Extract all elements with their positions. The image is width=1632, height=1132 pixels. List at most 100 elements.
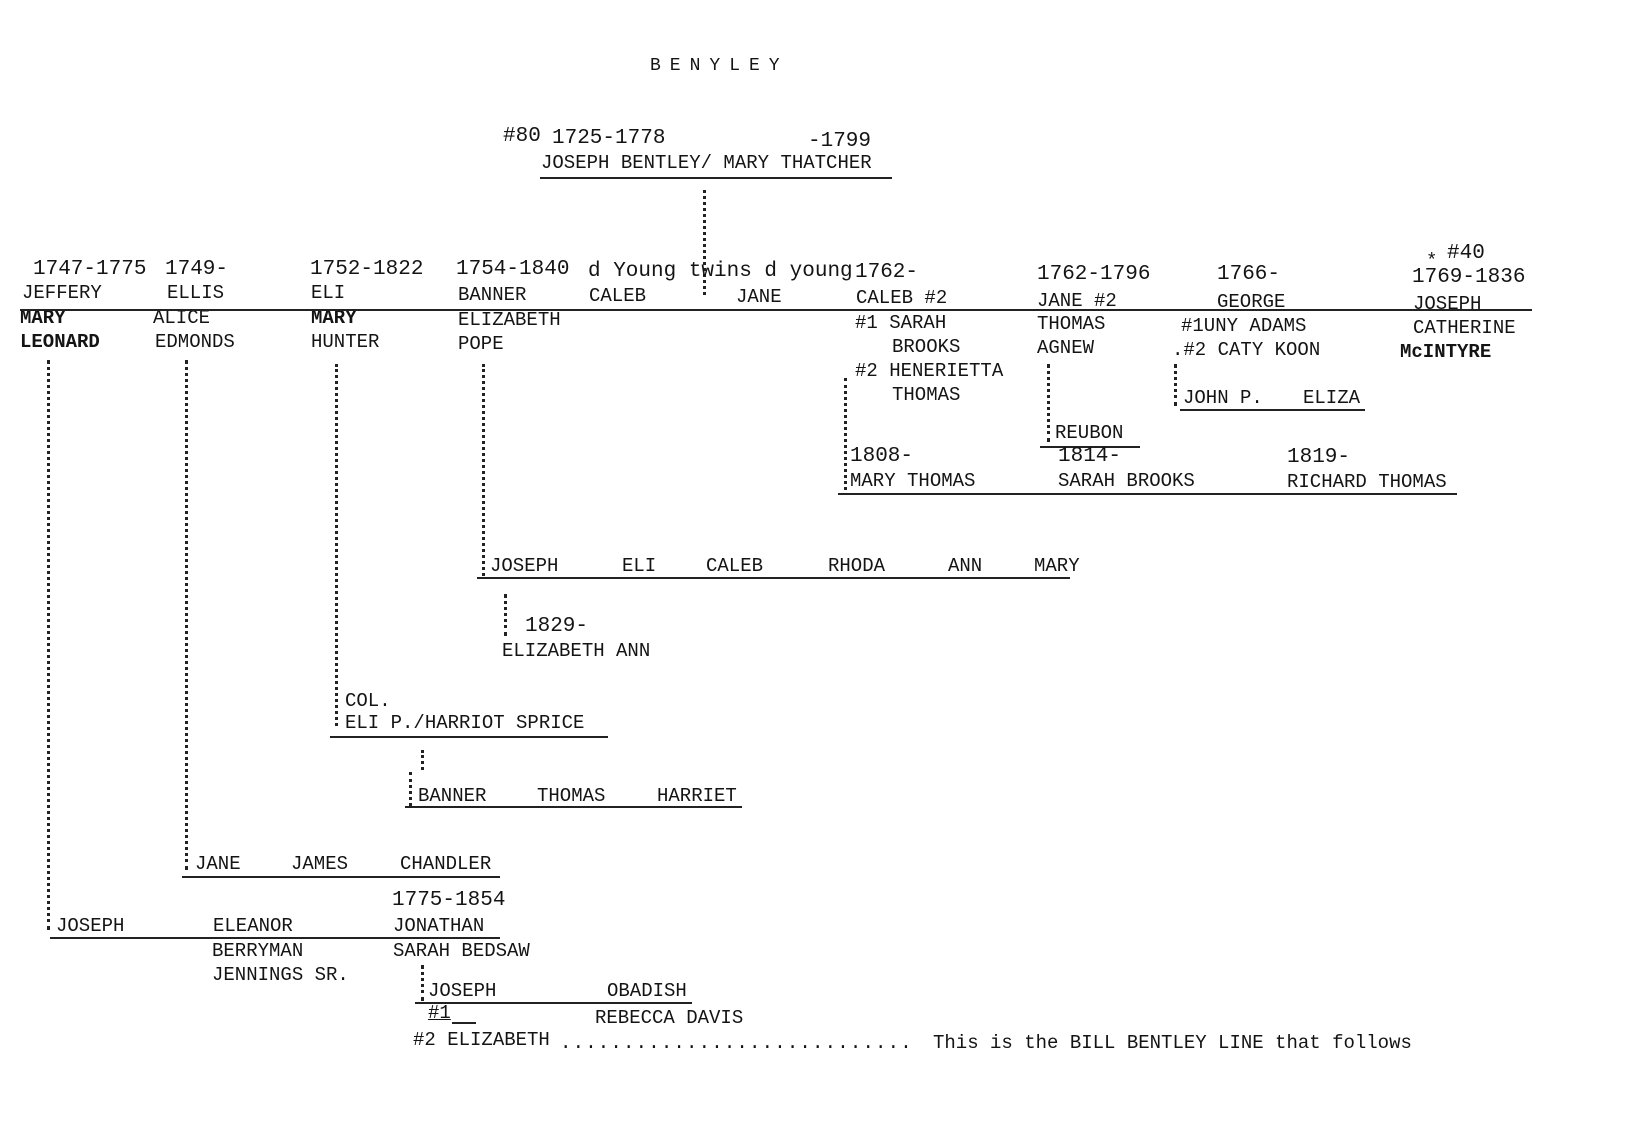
jane2-children-line <box>1040 446 1140 448</box>
root-dates: 1725-1778 <box>552 127 666 150</box>
eli-connector <box>335 364 338 726</box>
jane2-dates: 1762-1796 <box>1037 263 1151 286</box>
bill-bentley-note: This is the BILL BENTLEY LINE that follo… <box>933 1032 1412 1054</box>
page-title: BENYLEY <box>650 56 789 76</box>
eli-dates: 1752-1822 <box>310 258 424 281</box>
jeffery-dates: 1747-1775 <box>33 258 147 281</box>
george-spouse: .#2 CATY KOON <box>1172 339 1321 361</box>
caleb2-child-name: RICHARD THOMAS <box>1287 471 1447 493</box>
banner-grandchild-dates: 1829- <box>525 615 589 638</box>
banner-spouse: POPE <box>458 333 504 355</box>
caleb2-child-dates: 1808- <box>850 445 914 468</box>
jonathan-spouse: SARAH BEDSAW <box>393 940 530 962</box>
caleb2-connector <box>844 378 847 490</box>
jane-name: JANE <box>736 286 782 308</box>
jonathan-child: JOSEPH <box>428 980 497 1002</box>
caleb2-child-dates: 1819- <box>1287 446 1351 469</box>
joseph-wife1: #1 <box>428 1002 451 1024</box>
banner-grandchild-name: ELIZABETH ANN <box>502 640 651 662</box>
ellis-name: ELLIS <box>167 282 225 304</box>
caleb2-spouse: #2 HENERIETTA <box>855 360 1004 382</box>
caleb2-child-dates: 1814- <box>1058 445 1122 468</box>
jane2-spouse: AGNEW <box>1037 337 1095 359</box>
joseph-spouse: CATHERINE <box>1413 317 1516 339</box>
ellis-spouse: EDMONDS <box>155 331 235 353</box>
joseph-spouse: McINTYRE <box>1400 341 1492 363</box>
star-mark: * <box>1426 250 1438 272</box>
eli-spouse: MARY <box>311 307 357 329</box>
joseph-dates: 1769-1836 <box>1412 266 1526 289</box>
jane2-child: REUBON <box>1055 422 1124 444</box>
jeffery-spouse: LEONARD <box>20 331 100 353</box>
joseph-number: #40 <box>1447 242 1485 265</box>
ellis-spouse: ALICE <box>153 307 211 329</box>
jane2-name: JANE #2 <box>1037 290 1117 312</box>
ellis-connector <box>185 360 188 870</box>
eli-grandchildren-connector <box>421 750 424 770</box>
eleanor-spouse: BERRYMAN <box>212 940 304 962</box>
george-children-line <box>1180 409 1365 411</box>
eli-grandchildren-connector <box>409 772 412 806</box>
caleb-name: CALEB <box>589 285 647 307</box>
children-line <box>20 309 1532 311</box>
banner-name: BANNER <box>458 284 527 306</box>
jeffery-name: JEFFERY <box>22 282 102 304</box>
jeffery-connector <box>47 360 50 930</box>
twins-note: d Young twins d young <box>588 260 853 283</box>
leader-dots: ............................ <box>560 1032 913 1054</box>
root-couple: JOSEPH BENTLEY/ MARY THATCHER <box>541 152 872 174</box>
obadish-spouse: REBECCA DAVIS <box>595 1007 744 1029</box>
jonathan-child: OBADISH <box>607 980 687 1002</box>
banner-dates: 1754-1840 <box>456 258 570 281</box>
root-line <box>540 177 892 179</box>
george-child: ELIZA <box>1303 387 1361 409</box>
jeffery-child: JONATHAN <box>393 915 485 937</box>
banner-child: RHODA <box>828 555 886 577</box>
george-connector <box>1174 364 1177 406</box>
ellis-dates: 1749- <box>165 258 229 281</box>
joseph-wife2: #2 ELIZABETH <box>413 1029 550 1051</box>
caleb2-child-name: SARAH BROOKS <box>1058 470 1195 492</box>
banner-child: JOSEPH <box>490 555 559 577</box>
banner-child: ELI <box>622 555 657 577</box>
root-spouse-dates: -1799 <box>808 130 872 153</box>
banner-spouse: ELIZABETH <box>458 309 561 331</box>
ellis-child: JAMES <box>291 853 349 875</box>
banner-children-line <box>477 577 1070 579</box>
banner-child: ANN <box>948 555 983 577</box>
eli-grandchild: BANNER <box>418 785 487 807</box>
caleb2-children-line <box>838 493 1457 495</box>
caleb2-spouse: BROOKS <box>892 336 961 358</box>
jeffery-children-line <box>50 937 500 939</box>
eleanor-spouse: JENNINGS SR. <box>212 964 349 986</box>
caleb2-child-name: MARY THOMAS <box>850 470 976 492</box>
root-connector <box>703 190 706 295</box>
caleb2-spouse: THOMAS <box>892 384 961 406</box>
eli-grandchild: THOMAS <box>537 785 606 807</box>
joseph-name: JOSEPH <box>1413 293 1482 315</box>
ellis-children-line <box>182 876 500 878</box>
jeffery-spouse: MARY <box>20 307 66 329</box>
eli-spouse: HUNTER <box>311 331 380 353</box>
eli-child-title: COL. <box>345 690 391 712</box>
banner-connector <box>482 364 485 576</box>
banner-child: CALEB <box>706 555 764 577</box>
jane2-spouse: THOMAS <box>1037 313 1106 335</box>
root-number: #80 <box>503 125 541 148</box>
ellis-child: JANE <box>195 853 241 875</box>
eli-name: ELI <box>311 282 346 304</box>
caleb2-dates: 1762- <box>855 261 919 284</box>
caleb2-name: CALEB #2 <box>856 287 948 309</box>
jeffery-child: JOSEPH <box>56 915 125 937</box>
jane2-connector <box>1047 364 1050 442</box>
jeffery-child: ELEANOR <box>213 915 293 937</box>
george-name: GEORGE <box>1217 291 1286 313</box>
george-spouse: #1UNY ADAMS <box>1181 315 1307 337</box>
caleb2-spouse: #1 SARAH <box>855 312 947 334</box>
ellis-child: CHANDLER <box>400 853 492 875</box>
eli-child-line <box>330 736 608 738</box>
george-child: JOHN P. <box>1183 387 1263 409</box>
eli-child-couple: ELI P./HARRIOT SPRICE <box>345 712 585 734</box>
banner-child: MARY <box>1034 555 1080 577</box>
banner-grandchild-connector <box>504 594 507 636</box>
